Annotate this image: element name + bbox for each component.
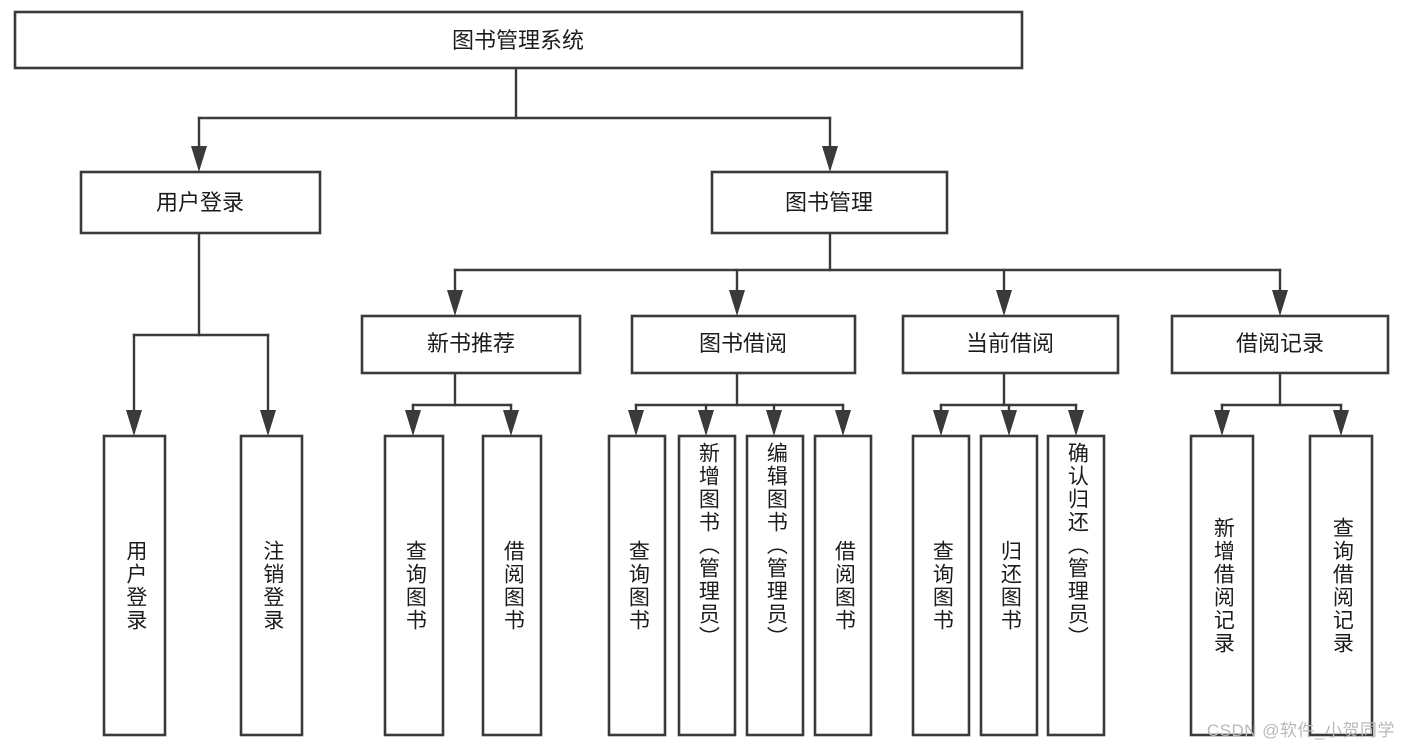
node-label-book-management: 图书管理 (785, 190, 873, 215)
node-label-user-login: 用户登录 (156, 190, 244, 215)
arrow-head-icon (729, 290, 745, 316)
leaf-box-query-borrow-record[interactable] (1308, 434, 1374, 737)
connector-layer (126, 66, 1349, 436)
arrow-head-icon (1001, 410, 1017, 436)
leaf-box-logout[interactable] (239, 434, 304, 737)
node-box-new-book-recommend[interactable] (360, 314, 582, 375)
arrow-head-icon (1333, 410, 1349, 436)
leaf-box-add-borrow-record[interactable] (1189, 434, 1255, 737)
leaf-box-add-book-admin[interactable] (677, 434, 737, 737)
arrow-head-icon (698, 410, 714, 436)
leaf-box-borrow-book-2[interactable] (813, 434, 873, 737)
node-box-current-borrow[interactable] (901, 314, 1120, 375)
leaf-box-confirm-return-admin[interactable] (1046, 434, 1106, 737)
arrow-head-icon (1272, 290, 1288, 316)
arrow-head-icon (503, 410, 519, 436)
arrow-head-icon (766, 410, 782, 436)
arrow-head-icon (191, 146, 207, 172)
arrow-head-icon (933, 410, 949, 436)
leaf-box-borrow-book-1[interactable] (481, 434, 543, 737)
arrow-head-icon (405, 410, 421, 436)
node-box-borrow-record[interactable] (1170, 314, 1390, 375)
leaf-box-query-book-1[interactable] (383, 434, 445, 737)
leaf-box-edit-book-admin[interactable] (745, 434, 805, 737)
arrow-head-icon (260, 410, 276, 436)
arrow-head-icon (126, 410, 142, 436)
arrow-head-icon (996, 290, 1012, 316)
node-label-book-borrow: 图书借阅 (699, 331, 787, 356)
arrow-head-icon (835, 410, 851, 436)
node-box-user-login[interactable] (79, 170, 322, 235)
node-box-root[interactable] (13, 10, 1024, 70)
node-layer: 图书管理系统 用户登录 图书管理 新书推荐 图书借阅 当前借阅 借阅记录 (13, 10, 1390, 737)
arrow-head-icon (447, 290, 463, 316)
arrow-head-icon (822, 146, 838, 172)
leaf-box-user-login[interactable] (102, 434, 167, 737)
node-label-borrow-record: 借阅记录 (1236, 331, 1324, 356)
arrow-head-icon (1214, 410, 1230, 436)
leaf-box-query-book-3[interactable] (911, 434, 971, 737)
node-box-book-management[interactable] (710, 170, 949, 235)
leaf-box-query-book-2[interactable] (607, 434, 667, 737)
node-label-current-borrow: 当前借阅 (966, 331, 1054, 356)
arrow-head-icon (1068, 410, 1084, 436)
csdn-watermark: CSDN @软件_小贺同学 (1206, 721, 1395, 740)
node-box-book-borrow[interactable] (630, 314, 857, 375)
leaf-box-return-book[interactable] (979, 434, 1039, 737)
node-label-root: 图书管理系统 (452, 28, 584, 53)
arrow-head-icon (628, 410, 644, 436)
node-label-new-book-recommend: 新书推荐 (427, 331, 515, 356)
